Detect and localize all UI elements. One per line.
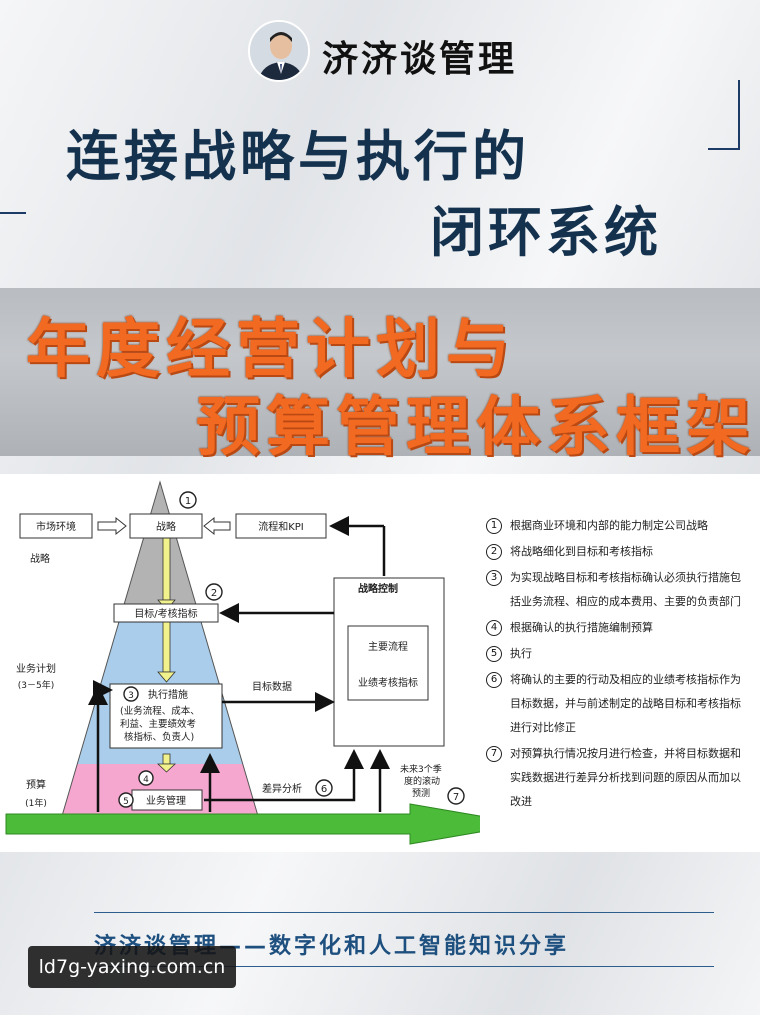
legend-text-line: 执行 <box>510 647 532 660</box>
yellow-arrow-down-2 <box>157 621 176 683</box>
step-marker-6: 6 <box>315 779 333 797</box>
legend-number-badge: 4 <box>486 620 502 636</box>
legend-text-line: 目标数据，并与前述制定的战略目标和考核指标 <box>510 697 741 710</box>
legend-item-6: 6 将确认的主要的行动及相应的业绩考核指标作为目标数据，并与前述制定的战略目标和考… <box>486 668 756 740</box>
market-env-box <box>19 513 93 539</box>
step-marker-4: 4 <box>138 770 154 786</box>
corner-bracket-top-right <box>708 80 740 150</box>
brand-header: 济济谈管理 <box>248 20 548 84</box>
business-plan-period: (3－5年) <box>18 679 54 691</box>
legend-text-line: 实践数据进行差异分析找到问题的原因从而加以 <box>510 771 741 784</box>
svg-text:2: 2 <box>211 588 217 599</box>
legend-text: 将战略细化到目标和考核指标 <box>510 540 756 564</box>
legend-text-line: 进行对比修正 <box>510 721 576 734</box>
legend-item-1: 1 根据商业环境和内部的能力制定公司战略 <box>486 514 756 538</box>
perf-indicator-label: 业绩考核指标 <box>358 676 418 689</box>
strategy-control-title: 战略控制 <box>358 582 398 595</box>
legend-item-4: 4 根据确认的执行措施编制预算 <box>486 616 756 640</box>
svg-text:6: 6 <box>321 784 327 795</box>
svg-text:7: 7 <box>453 792 459 803</box>
step-marker-1: 1 <box>179 491 197 509</box>
legend-text-line: 括业务流程、相应的成本费用、主要的负责部门 <box>510 595 741 608</box>
legend-text: 对预算执行情况按月进行检查，并将目标数据和实践数据进行差异分析找到问题的原因从而… <box>510 742 756 814</box>
budget-label: 预算 <box>26 778 46 791</box>
forecast-line-1: 未来3个季 <box>400 763 442 775</box>
budget-period: (1年) <box>25 797 47 809</box>
person-avatar-icon <box>250 22 308 80</box>
step-marker-7: 7 <box>447 787 465 805</box>
legend-text: 根据确认的执行措施编制预算 <box>510 616 756 640</box>
hollow-arrow-left <box>203 516 231 536</box>
legend-text: 将确认的主要的行动及相应的业绩考核指标作为目标数据，并与前述制定的战略目标和考核… <box>510 668 756 740</box>
legend-number-badge: 2 <box>486 544 502 560</box>
avatar <box>248 20 310 82</box>
svg-text:3: 3 <box>128 691 134 701</box>
process-kpi-box <box>235 513 327 539</box>
framework-flow-diagram: 市场环境 战略 流程和KPI 战略 目标/考核指标 业务计划 (3－5年) 执行… <box>5 480 480 845</box>
green-timeline-arrow <box>5 803 480 845</box>
legend-item-5: 5 执行 <box>486 642 756 666</box>
step-marker-3: 3 <box>123 686 139 702</box>
execution-detail-2: 利益、主要绩效考 <box>120 718 196 730</box>
banner-line-2: 预算管理体系框架 <box>196 391 756 465</box>
step-marker-2: 2 <box>205 583 223 601</box>
strategy-box-label: 战略 <box>156 520 176 533</box>
banner-line-1: 年度经营计划与 <box>26 313 516 387</box>
execution-detail-1: (业务流程、成本、 <box>120 705 200 717</box>
legend-text-line: 对预算执行情况按月进行检查，并将目标数据和 <box>510 747 741 760</box>
hollow-arrow-right <box>97 516 127 536</box>
legend-text: 根据商业环境和内部的能力制定公司战略 <box>510 514 756 538</box>
process-kpi-label: 流程和KPI <box>258 520 304 533</box>
control-inner-box <box>347 625 429 701</box>
footer-divider-top <box>94 912 714 913</box>
legend-item-3: 3 为实现战略目标和考核指标确认必须执行措施包括业务流程、相应的成本费用、主要的负… <box>486 566 756 614</box>
legend-number-badge: 3 <box>486 570 502 586</box>
corner-bracket-left <box>0 212 26 272</box>
legend-text-line: 将战略细化到目标和考核指标 <box>510 545 653 558</box>
market-env-label: 市场环境 <box>36 520 76 533</box>
legend-number-badge: 5 <box>486 646 502 662</box>
framework-diagram: 市场环境 战略 流程和KPI 战略 目标/考核指标 业务计划 (3－5年) 执行… <box>0 474 760 852</box>
legend-text-line: 为实现战略目标和考核指标确认必须执行措施包 <box>510 571 741 584</box>
main-process-label: 主要流程 <box>368 640 408 653</box>
svg-text:1: 1 <box>185 496 191 507</box>
arrow-variance <box>204 749 364 802</box>
legend-text-line: 根据商业环境和内部的能力制定公司战略 <box>510 519 708 532</box>
legend-number-badge: 1 <box>486 518 502 534</box>
targets-label: 目标/考核指标 <box>134 607 197 620</box>
footer-divider-bottom <box>94 966 714 967</box>
brand-name: 济济谈管理 <box>322 38 518 80</box>
targets-box <box>113 603 219 623</box>
legend-text-line: 改进 <box>510 795 532 808</box>
strategy-level-label: 战略 <box>30 552 50 565</box>
subtitle-banner: 年度经营计划与 预算管理体系框架 <box>0 288 760 465</box>
strategy-box <box>129 513 203 539</box>
legend-text: 为实现战略目标和考核指标确认必须执行措施包括业务流程、相应的成本费用、主要的负责… <box>510 566 756 614</box>
watermark-badge: ld7g-yaxing.com.cn <box>28 946 236 988</box>
execution-detail-3: 核指标、负责人) <box>124 731 194 743</box>
forecast-line-2: 度的滚动 <box>404 775 440 787</box>
legend-text: 执行 <box>510 642 756 666</box>
legend-item-7: 7 对预算执行情况按月进行检查，并将目标数据和实践数据进行差异分析找到问题的原因从… <box>486 742 756 814</box>
svg-text:5: 5 <box>123 797 129 807</box>
page-title-line-2: 闭环系统 <box>430 201 662 264</box>
variance-label: 差异分析 <box>262 782 302 795</box>
page-title-line-1: 连接战略与执行的 <box>66 125 530 188</box>
svg-text:4: 4 <box>143 775 149 785</box>
forecast-line-3: 预测 <box>412 788 430 799</box>
yellow-arrow-down-3 <box>156 753 177 773</box>
step-marker-5: 5 <box>118 792 134 808</box>
legend-text-line: 将确认的主要的行动及相应的业绩考核指标作为 <box>510 673 741 686</box>
business-plan-label: 业务计划 <box>16 662 56 675</box>
business-mgmt-label: 业务管理 <box>146 794 186 807</box>
execution-title: 执行措施 <box>148 688 188 701</box>
legend-text-line: 根据确认的执行措施编制预算 <box>510 621 653 634</box>
legend-item-2: 2 将战略细化到目标和考核指标 <box>486 540 756 564</box>
legend-number-badge: 6 <box>486 672 502 688</box>
target-data-label: 目标数据 <box>252 680 292 693</box>
legend-number-badge: 7 <box>486 746 502 762</box>
